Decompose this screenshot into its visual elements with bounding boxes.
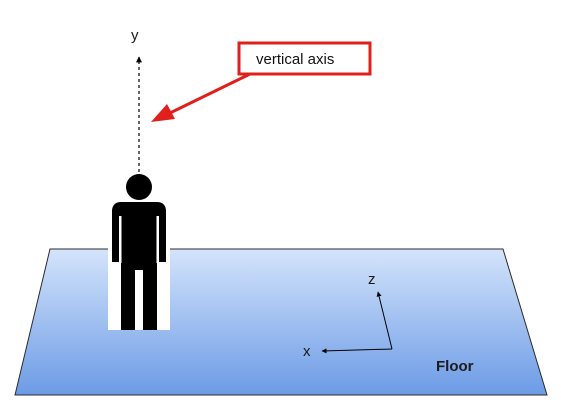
y-axis-label: y <box>131 27 139 44</box>
x-axis-label: x <box>303 343 311 360</box>
person-icon <box>108 174 170 330</box>
z-axis-line <box>376 291 393 350</box>
callout-box <box>237 41 372 76</box>
floor-label: Floor <box>436 358 474 375</box>
callout-arrow <box>151 72 251 122</box>
z-axis-label: z <box>368 271 376 288</box>
callout-text: vertical axis <box>256 51 334 68</box>
x-axis-line <box>321 348 393 354</box>
